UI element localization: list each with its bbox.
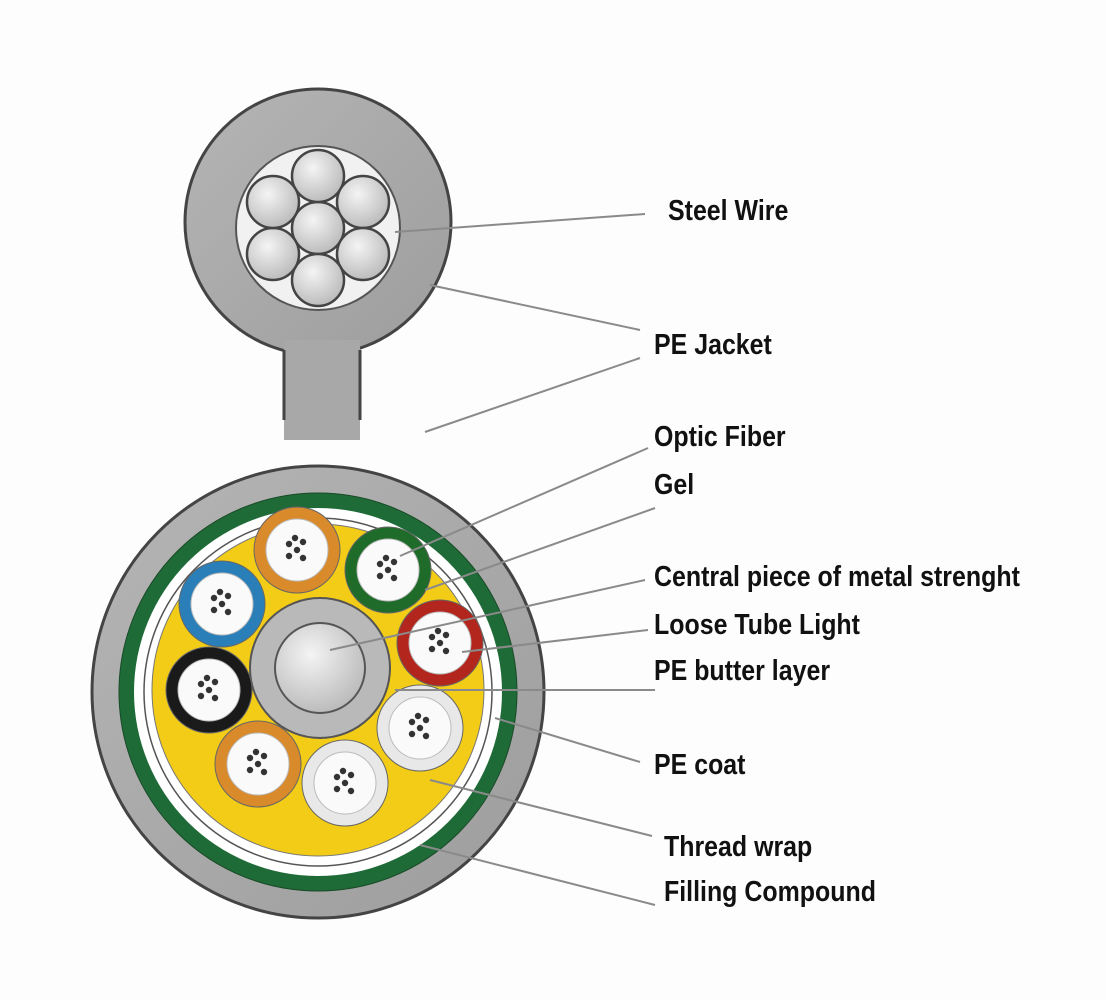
optic-fiber: [416, 724, 424, 732]
leader-line: [461, 629, 649, 653]
label-optic-fiber: Optic Fiber: [654, 421, 786, 453]
optic-fiber: [252, 748, 260, 756]
optic-fiber: [224, 608, 232, 616]
jacket-neck-outline: [282, 350, 362, 420]
optic-fiber: [260, 768, 268, 776]
steel-wire-strand: [335, 174, 391, 230]
leader-line: [429, 284, 641, 331]
optic-fiber: [216, 588, 224, 596]
optic-fiber: [285, 552, 293, 560]
optic-fiber: [408, 730, 416, 738]
optic-fiber: [291, 534, 299, 542]
optic-fiber: [224, 592, 232, 600]
optic-fiber: [299, 538, 307, 546]
optic-fiber: [211, 694, 219, 702]
optic-fiber: [197, 692, 205, 700]
steel-wire-strand: [290, 148, 346, 204]
leader-line: [399, 447, 649, 557]
optic-fiber: [384, 566, 392, 574]
label-pe-jacket: PE Jacket: [654, 329, 772, 361]
optic-fiber: [428, 633, 436, 641]
steel-wire-strand: [290, 200, 346, 256]
optic-fiber: [347, 771, 355, 779]
optic-fiber: [246, 766, 254, 774]
jacket-neck-fill: [286, 340, 358, 440]
optic-fiber: [422, 716, 430, 724]
leader-line: [424, 507, 656, 591]
optic-fiber: [205, 686, 213, 694]
label-thread-wrap: Thread wrap: [664, 831, 813, 863]
label-steel-wire: Steel Wire: [668, 195, 789, 227]
optic-fiber: [422, 732, 430, 740]
optic-fiber: [436, 639, 444, 647]
optic-fiber: [376, 560, 384, 568]
steel-wire-strand: [335, 226, 391, 282]
label-gel: Gel: [654, 469, 695, 501]
optic-fiber: [299, 554, 307, 562]
optic-fiber: [339, 767, 347, 775]
optic-fiber: [293, 546, 301, 554]
optic-fiber: [428, 645, 436, 653]
optic-fiber: [203, 674, 211, 682]
optic-fiber: [382, 554, 390, 562]
optic-fiber: [341, 779, 349, 787]
label-pe-coat: PE coat: [654, 749, 746, 781]
leader-line: [394, 213, 646, 233]
label-pe-butter-layer: PE butter layer: [654, 655, 831, 687]
optic-fiber: [333, 773, 341, 781]
optic-fiber: [347, 787, 355, 795]
optic-fiber: [376, 572, 384, 580]
optic-fiber: [408, 718, 416, 726]
optic-fiber: [390, 574, 398, 582]
optic-fiber: [442, 647, 450, 655]
optic-fiber: [285, 540, 293, 548]
optic-fiber: [254, 760, 262, 768]
steel-wire-strand: [245, 174, 301, 230]
label-filling-compound: Filling Compound: [664, 876, 876, 908]
central-strength-member: [274, 622, 366, 714]
optic-fiber: [434, 627, 442, 635]
optic-fiber: [442, 631, 450, 639]
steel-wire-strand: [290, 252, 346, 308]
optic-fiber: [211, 678, 219, 686]
label-central-strength-member: Central piece of metal strenght: [654, 561, 1020, 593]
leader-line: [429, 779, 653, 837]
label-loose-tube: Loose Tube Light: [654, 609, 860, 641]
optic-fiber: [390, 558, 398, 566]
optic-fiber: [218, 600, 226, 608]
optic-fiber: [414, 712, 422, 720]
steel-wire-strand: [245, 226, 301, 282]
optic-fiber: [246, 754, 254, 762]
optic-fiber: [210, 594, 218, 602]
leader-line: [419, 844, 656, 906]
leader-line: [424, 357, 641, 433]
optic-fiber: [210, 606, 218, 614]
leader-line: [494, 717, 641, 763]
optic-fiber: [260, 752, 268, 760]
optic-fiber: [333, 785, 341, 793]
leader-line: [329, 579, 646, 651]
optic-fiber: [197, 680, 205, 688]
